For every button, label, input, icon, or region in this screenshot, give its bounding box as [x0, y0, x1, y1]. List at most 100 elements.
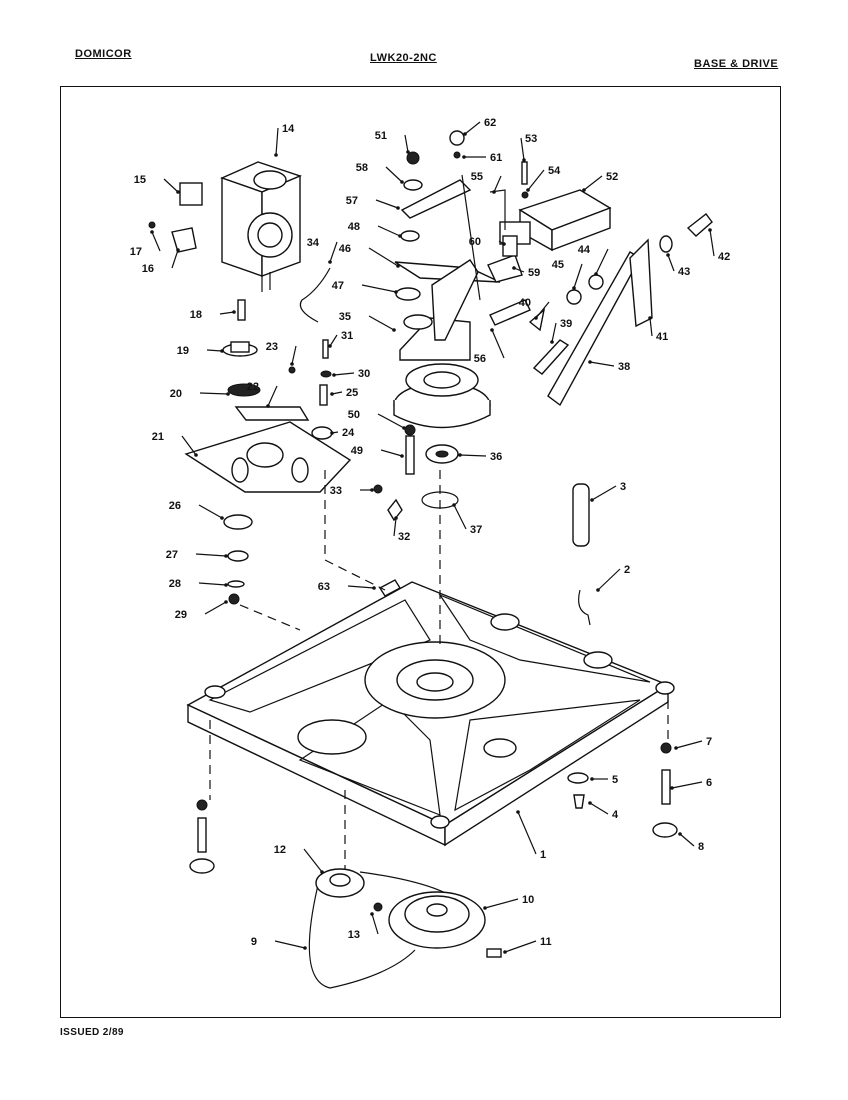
part-callout-51: 51 — [375, 130, 387, 142]
part-callout-52: 52 — [606, 171, 618, 183]
motor-14 — [220, 161, 302, 292]
leader-arrowhead-56 — [490, 328, 494, 332]
part-callout-38: 38 — [618, 361, 630, 373]
part-callout-62: 62 — [484, 117, 496, 129]
part-callout-16: 16 — [142, 263, 154, 275]
leader-arrowhead-44 — [594, 272, 598, 276]
transmission-35 — [393, 287, 491, 429]
part-callout-19: 19 — [177, 345, 189, 357]
clip-63 — [379, 579, 401, 597]
part-callout-43: 43 — [678, 266, 690, 278]
leader-arrowhead-19 — [220, 349, 224, 353]
leader-line-34 — [329, 241, 338, 263]
part-callout-15: 15 — [134, 174, 146, 186]
leader-arrowhead-3 — [590, 498, 594, 502]
leader-arrowhead-1 — [516, 810, 520, 814]
leader-arrowhead-5 — [590, 777, 594, 781]
leader-arrowhead-14 — [274, 153, 278, 157]
part-callout-44: 44 — [578, 244, 591, 256]
spring-3 — [572, 483, 590, 547]
part-callout-26: 26 — [169, 500, 181, 512]
pin-18 — [237, 299, 246, 321]
fastener-4 — [573, 794, 585, 809]
part-callout-32: 32 — [398, 531, 410, 543]
part-callout-7: 7 — [706, 736, 712, 748]
leader-arrowhead-9 — [303, 946, 307, 950]
part-callout-60: 60 — [469, 236, 481, 248]
wire-34 — [299, 267, 331, 323]
part-callout-61: 61 — [490, 152, 502, 164]
bracket-39 — [532, 339, 570, 375]
part-callout-34: 34 — [307, 237, 320, 249]
leader-line-51 — [404, 134, 409, 153]
part-callout-57: 57 — [346, 195, 358, 207]
washer-27 — [227, 550, 249, 562]
leader-line-46 — [368, 247, 399, 267]
leader-arrowhead-59 — [512, 266, 516, 270]
coupling-60 — [502, 235, 518, 257]
leader-arrowhead-50 — [402, 426, 406, 430]
leader-arrowhead-46 — [396, 264, 400, 268]
part-callout-39: 39 — [560, 318, 572, 330]
leader-line-17 — [151, 231, 161, 252]
arm-57 — [400, 179, 472, 219]
screw-17 — [148, 221, 156, 229]
spring-40 — [528, 308, 546, 332]
part-callout-11: 11 — [540, 936, 552, 948]
leader-line-56 — [491, 329, 505, 359]
leader-arrowhead-39 — [550, 340, 554, 344]
leader-arrowhead-28 — [224, 583, 228, 587]
leader-arrowhead-36 — [458, 453, 462, 457]
part-callout-33: 33 — [330, 485, 342, 497]
washer-54 — [521, 191, 529, 199]
nut-7-left — [196, 799, 208, 811]
leader-line-21 — [181, 435, 197, 456]
leader-line-52 — [583, 175, 603, 191]
leader-arrowhead-40 — [534, 316, 538, 320]
part-callout-18: 18 — [190, 309, 202, 321]
leader-line-48 — [377, 225, 401, 237]
grommet-5 — [567, 772, 589, 784]
part-callout-13: 13 — [348, 929, 360, 941]
part-callout-29: 29 — [175, 609, 187, 621]
part-callout-12: 12 — [274, 844, 286, 856]
nut-7-right — [660, 742, 672, 754]
part-callout-2: 2 — [624, 564, 630, 576]
foot-8-left — [189, 858, 215, 874]
part-callout-46: 46 — [339, 243, 351, 255]
part-callout-48: 48 — [348, 221, 360, 233]
drive-assembly — [308, 868, 502, 989]
leader-line-41 — [649, 317, 653, 337]
leader-arrowhead-63 — [372, 586, 376, 590]
leader-arrowhead-16 — [176, 248, 180, 252]
screw-31 — [322, 339, 329, 359]
leader-arrowhead-23 — [290, 362, 294, 366]
leader-arrowhead-31 — [328, 344, 332, 348]
part-callout-41: 41 — [656, 331, 668, 343]
leader-arrowhead-47 — [394, 290, 398, 294]
clip-32 — [387, 498, 403, 522]
leader-line-23 — [291, 345, 297, 365]
leader-line-37 — [453, 504, 467, 530]
part-callout-1: 1 — [540, 849, 546, 861]
screw-23 — [288, 366, 296, 374]
leader-arrowhead-8 — [678, 832, 682, 836]
bolt-49 — [405, 435, 415, 475]
leader-arrowhead-58 — [400, 180, 404, 184]
part-callout-22: 22 — [247, 381, 259, 393]
leader-arrowhead-22 — [266, 404, 270, 408]
washer-50 — [404, 424, 416, 436]
pin-25 — [319, 384, 328, 406]
leader-arrowhead-57 — [396, 206, 400, 210]
part-callout-47: 47 — [332, 280, 344, 292]
arm-56 — [489, 299, 531, 326]
part-callout-59: 59 — [528, 267, 540, 279]
part-callout-55: 55 — [471, 171, 483, 183]
part-callout-4: 4 — [612, 809, 619, 821]
belt-9 — [308, 884, 416, 989]
part-callout-30: 30 — [358, 368, 370, 380]
leader-line-19 — [206, 349, 223, 352]
section-title: BASE & DRIVE — [694, 58, 779, 70]
clip-30 — [320, 370, 332, 378]
